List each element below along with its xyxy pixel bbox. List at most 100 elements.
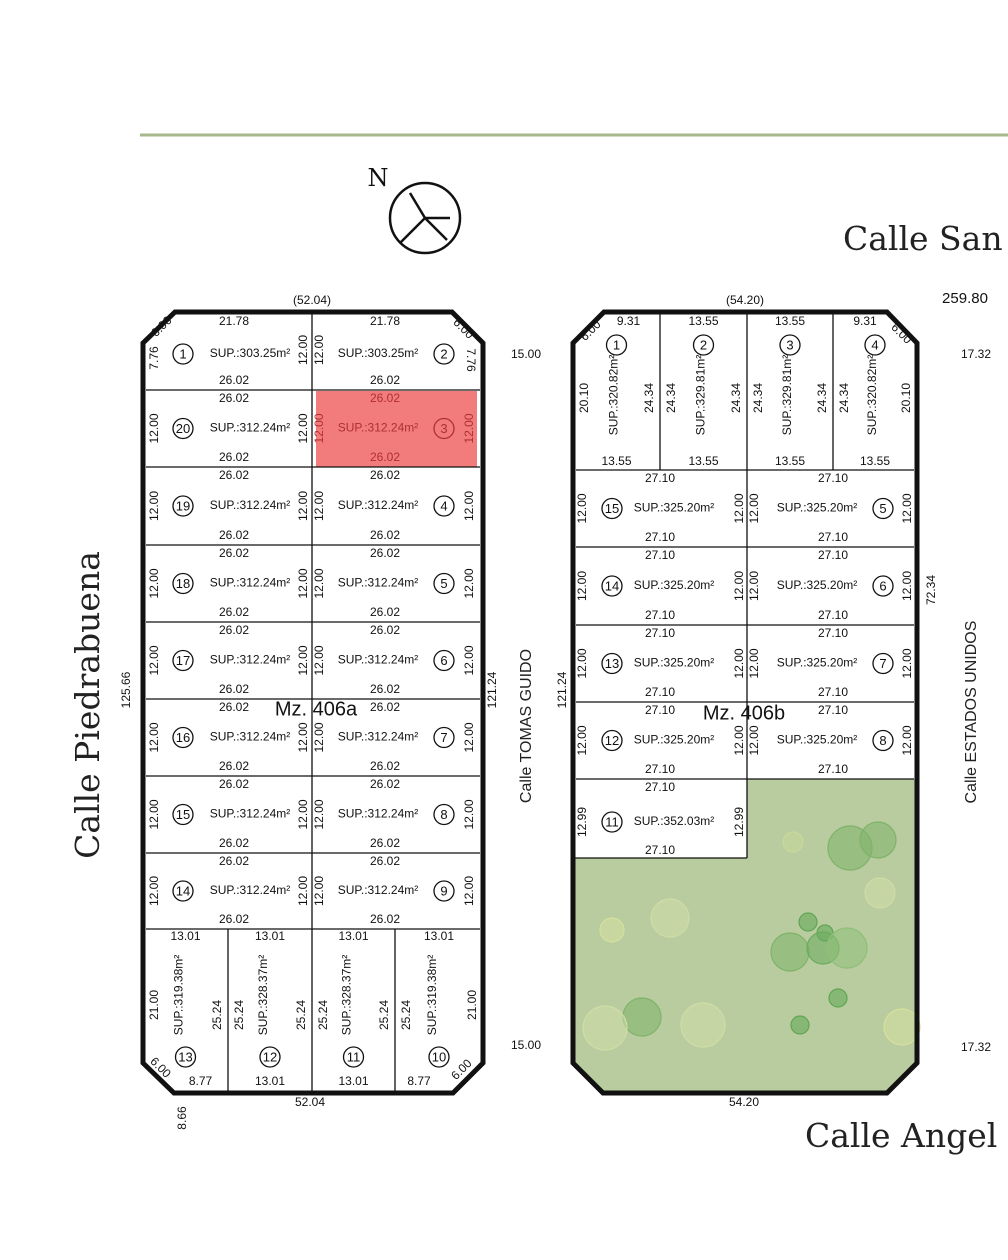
- lot-side-dim: 12.00: [147, 876, 161, 906]
- lot-number-circle: [872, 652, 894, 675]
- lot-side-dim: 12.00: [900, 571, 914, 601]
- block-406a-bottom-dim: 52.04: [295, 1095, 325, 1109]
- lot-number-circle: [342, 1046, 365, 1068]
- tree-icon: [782, 831, 804, 853]
- lot-area: SUP.:325.20m²: [777, 733, 858, 747]
- lot-top-dim: 27.10: [818, 703, 848, 717]
- lot-top-dim: 26.02: [370, 391, 400, 405]
- lot-bottom-dim: 26.02: [219, 836, 249, 850]
- lot-number: 6: [440, 653, 447, 668]
- lot-area: SUP.:312.24m²: [338, 653, 419, 667]
- lot-2-number: 2: [440, 346, 447, 361]
- lot-number-circle: [174, 1046, 197, 1068]
- lot-side-dim: 12.00: [575, 493, 589, 523]
- lot-number-circle: [872, 575, 894, 597]
- lot-number: 15: [176, 807, 190, 822]
- lot-side-dim: 12.00: [147, 799, 161, 829]
- lot-side-dim: 12.00: [147, 491, 161, 521]
- block-406a-label: Mz. 406a: [275, 698, 358, 720]
- lot-number-circle: [172, 649, 194, 672]
- lot-side-dim: 25.24: [399, 1000, 413, 1030]
- lot-number: 13: [605, 656, 619, 671]
- lot-number-circle: [172, 572, 194, 595]
- tree-icon: [798, 912, 818, 932]
- lot-number-circle: [433, 803, 455, 826]
- lot-area: SUP.:312.24m²: [338, 730, 419, 744]
- lot-number: 17: [176, 653, 190, 668]
- lot-2-area: SUP.:303.25m²: [338, 346, 419, 360]
- lot-number-circle: [172, 417, 194, 440]
- lot-area: SUP.:312.24m²: [338, 576, 419, 590]
- lot-bottom-dim: 26.02: [370, 450, 400, 464]
- lot-area: SUP.:312.24m²: [210, 807, 291, 821]
- lot-bottom-dim: 27.10: [645, 608, 675, 622]
- lot-side-dim: 12.00: [312, 722, 326, 752]
- lot-side-dim: 12.00: [732, 493, 746, 523]
- lot-top-dim: 26.02: [370, 623, 400, 637]
- lot-number: 19: [176, 498, 190, 513]
- lot-bottom-dim: 27.10: [818, 762, 848, 776]
- lot-bottom-dim: 13.55: [860, 454, 890, 468]
- lot-top-dim: 27.10: [645, 780, 675, 794]
- lot-number-circle: [172, 803, 194, 826]
- lot-side-dim: 12.00: [462, 645, 476, 675]
- block-406a-right-dim: 121.24: [485, 671, 499, 708]
- lot-area: SUP.:325.20m²: [634, 656, 715, 670]
- lot-bottom-dim: 8.77: [407, 1074, 431, 1088]
- lot-side-dim: 12.00: [312, 876, 326, 906]
- lot-number-circle: [433, 495, 455, 517]
- lot-top-dim: 26.02: [370, 777, 400, 791]
- lot-top-dim: 27.10: [645, 626, 675, 640]
- lot-bottom-dim: 26.02: [370, 912, 400, 926]
- lot-side-dim: 20.10: [899, 383, 913, 413]
- tree-symbols: [582, 821, 921, 1051]
- lot-top-dim: 27.10: [818, 471, 848, 485]
- lot-area: SUP.:325.20m²: [777, 656, 858, 670]
- lot-number: 6: [879, 578, 886, 593]
- tree-icon: [859, 821, 897, 859]
- tree-icon: [770, 932, 810, 972]
- lot-side-dim: 12.00: [147, 645, 161, 675]
- lot-side-dim: 24.34: [664, 383, 678, 413]
- lot-area: SUP.:319.38m²: [425, 955, 439, 1036]
- lot-top-dim: 27.10: [645, 471, 675, 485]
- lot-side-dim: 12.00: [312, 645, 326, 675]
- lot-side-dim: 12.00: [900, 648, 914, 678]
- lot-side-dim: 12.00: [147, 413, 161, 443]
- lot-side-dim: 12.00: [312, 799, 326, 829]
- lot-bottom-dim: 27.10: [645, 685, 675, 699]
- lot-number: 20: [176, 421, 190, 436]
- tree-icon: [622, 997, 662, 1037]
- lot-side-dim: 25.24: [232, 1000, 246, 1030]
- lot-top-dim: 27.10: [818, 548, 848, 562]
- lot-area: SUP.:312.24m²: [210, 730, 291, 744]
- lot-area: SUP.:352.03m²: [634, 814, 715, 828]
- lot-area: SUP.:312.24m²: [210, 498, 291, 512]
- lot-number-circle: [601, 811, 623, 833]
- lot-number-circle: [433, 417, 455, 440]
- chamfer-dim: 6.00: [577, 317, 604, 344]
- lot-bottom-dim: 8.77: [189, 1074, 213, 1088]
- street-bottom: Calle Angel: [805, 1116, 997, 1155]
- lot-2-top-dim: 21.78: [370, 314, 400, 328]
- lot-bottom-dim: 27.10: [818, 530, 848, 544]
- lot-bottom-dim: 26.02: [370, 682, 400, 696]
- lot-number-circle: [601, 575, 623, 597]
- lot-top-dim: 13.01: [338, 929, 368, 943]
- lot-number: 1: [613, 337, 620, 352]
- lot-top-dim: 26.02: [370, 700, 400, 714]
- lot-bottom-dim: 26.02: [219, 759, 249, 773]
- highlighted-lot-3[interactable]: [316, 391, 477, 467]
- lot-number: 5: [879, 501, 886, 516]
- lot-number: 12: [605, 733, 619, 748]
- lot-side-dim: 12.00: [296, 876, 310, 906]
- lot-bottom-dim: 27.10: [818, 608, 848, 622]
- lot-number: 15: [605, 501, 619, 516]
- lot-side-dim: 12.00: [296, 568, 310, 598]
- lot-side-dim: 12.00: [462, 876, 476, 906]
- lot-top-dim: 26.02: [219, 623, 249, 637]
- tree-icon: [864, 877, 896, 909]
- block-406b-top-dim: (54.20): [726, 293, 764, 307]
- lot-bottom-dim: 27.10: [645, 762, 675, 776]
- total-dim: 259.80: [942, 290, 988, 307]
